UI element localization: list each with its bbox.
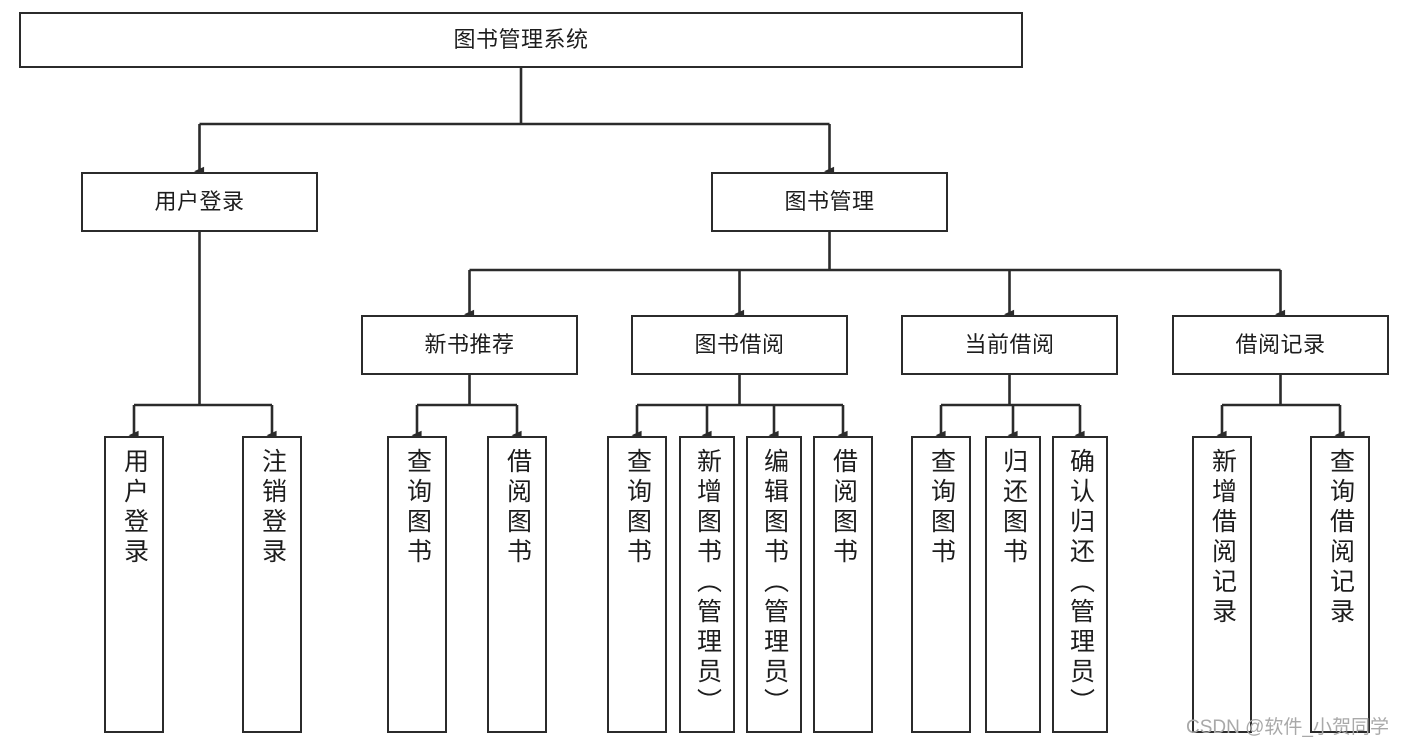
leaf-leaf-add-borrow-record[interactable]: 新增借阅记录: [1192, 436, 1252, 733]
node-root[interactable]: 图书管理系统: [19, 12, 1023, 68]
node-book-borrow[interactable]: 图书借阅: [631, 315, 848, 375]
node-label: 用户登录: [154, 189, 245, 215]
leaf-leaf-add-book[interactable]: 新增图书（管理员）: [679, 436, 735, 733]
leaf-leaf-query-borrow-record[interactable]: 查询借阅记录: [1310, 436, 1370, 733]
leaf-leaf-return-book[interactable]: 归还图书: [985, 436, 1041, 733]
node-label: 当前借阅: [964, 332, 1055, 358]
leaf-leaf-query-book-borrow[interactable]: 查询图书: [607, 436, 667, 733]
node-label: 确认归还（管理员）: [1066, 448, 1095, 718]
leaf-leaf-edit-book[interactable]: 编辑图书（管理员）: [746, 436, 802, 733]
node-label: 查询借阅记录: [1326, 448, 1355, 628]
node-label: 新增借阅记录: [1208, 448, 1237, 628]
node-label: 借阅图书: [503, 448, 532, 568]
node-label: 查询图书: [623, 448, 652, 568]
leaf-leaf-logout[interactable]: 注销登录: [242, 436, 302, 733]
csdn-watermark: CSDN @软件_小贺同学: [1186, 717, 1389, 738]
node-label: 归还图书: [999, 448, 1028, 568]
node-label: 图书借阅: [694, 332, 785, 358]
leaf-leaf-query-book-current[interactable]: 查询图书: [911, 436, 971, 733]
node-label: 借阅图书: [829, 448, 858, 568]
node-label: 注销登录: [258, 448, 287, 568]
node-label: 图书管理系统: [453, 27, 589, 53]
leaf-leaf-user-login[interactable]: 用户登录: [104, 436, 164, 733]
node-label: 新增图书（管理员）: [693, 448, 722, 718]
node-book-manage[interactable]: 图书管理: [711, 172, 948, 232]
node-label: 借阅记录: [1235, 332, 1326, 358]
node-label: 查询图书: [403, 448, 432, 568]
leaf-leaf-confirm-return[interactable]: 确认归还（管理员）: [1052, 436, 1108, 733]
node-label: 编辑图书（管理员）: [760, 448, 789, 718]
node-label: 查询图书: [927, 448, 956, 568]
node-label: 用户登录: [120, 448, 149, 568]
leaf-leaf-borrow-book[interactable]: 借阅图书: [813, 436, 873, 733]
leaf-leaf-query-book-recommend[interactable]: 查询图书: [387, 436, 447, 733]
node-user-login[interactable]: 用户登录: [81, 172, 318, 232]
node-label: 新书推荐: [424, 332, 515, 358]
node-borrow-record[interactable]: 借阅记录: [1172, 315, 1389, 375]
leaf-leaf-borrow-book-recommend[interactable]: 借阅图书: [487, 436, 547, 733]
node-new-book-recommend[interactable]: 新书推荐: [361, 315, 578, 375]
node-label: 图书管理: [784, 189, 875, 215]
node-current-borrow[interactable]: 当前借阅: [901, 315, 1118, 375]
